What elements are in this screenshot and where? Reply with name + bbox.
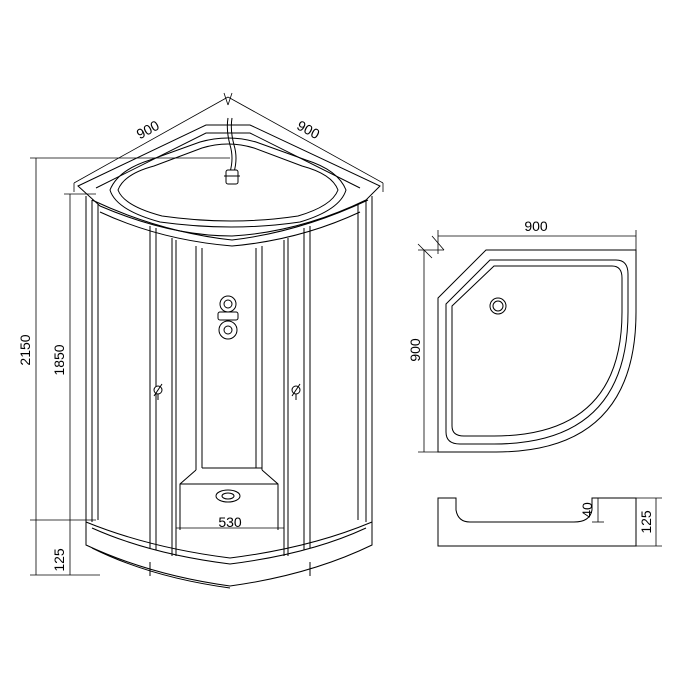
tray-plan-dimension-lines	[417, 230, 637, 453]
dim-tray-total-height-125: 125	[638, 510, 654, 534]
dim-door-opening-530: 530	[218, 514, 242, 530]
tray-plan-view: 900 900	[407, 218, 637, 453]
cabin-side-panels	[85, 196, 373, 522]
overhead-shower-connector-icon	[225, 169, 239, 185]
tray-outer-outline	[437, 249, 637, 453]
mixer-controls-icon	[217, 295, 239, 340]
drain-icon	[215, 489, 241, 503]
dim-top-right-900: 900	[294, 117, 322, 142]
tray-drain-icon	[489, 297, 507, 315]
right-door-handle-icon	[291, 383, 301, 400]
dim-glass-height-1850: 1850	[51, 344, 67, 375]
cabin-base	[85, 521, 373, 589]
cabin-elevation: 900 900 2150 1850 125	[17, 92, 384, 589]
tray-section-profile	[437, 497, 637, 547]
cabin-top-dimension-lines	[73, 92, 384, 192]
tray-section-dimension-lines	[592, 497, 662, 547]
dim-top-left-900: 900	[134, 117, 162, 142]
dim-tray-width-900: 900	[524, 218, 548, 234]
dim-base-height-125: 125	[51, 548, 67, 572]
left-door-handle-icon	[153, 383, 163, 400]
dim-tray-inner-depth-40: 40	[579, 502, 595, 518]
dim-total-height-2150: 2150	[17, 334, 33, 365]
cabin-roof	[77, 117, 381, 247]
cabin-height-dimension-lines	[30, 157, 230, 576]
tray-inner-outline	[445, 259, 629, 445]
tray-section-view: 40 125	[437, 497, 662, 547]
cabin-sliding-doors	[149, 226, 311, 556]
dim-tray-depth-900: 900	[407, 338, 423, 362]
cabin-back-wall	[179, 246, 279, 530]
